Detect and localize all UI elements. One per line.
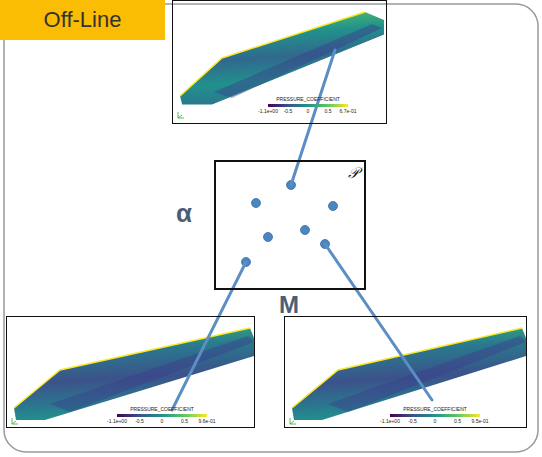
tag-text: Off-Line — [44, 7, 122, 33]
colorbar — [390, 414, 480, 417]
colorbar-title: PRESSURE_COEFFICIENT — [276, 97, 340, 102]
colorbar-tick: 9.6e-01 — [199, 419, 216, 424]
colorbar-tick: 9.5e-01 — [472, 419, 489, 424]
colorbar-tick: 0 — [434, 419, 437, 424]
colorbar-tick: 0.5 — [181, 419, 188, 424]
colorbar-tick: -1.1e+00 — [107, 419, 127, 424]
solution-snapshot: PRESSURE_COEFFICIENT -1.1e+00 -0.5 0 0.5 9.5e… — [284, 316, 527, 428]
axis-label: M — [279, 291, 299, 319]
wing-top — [178, 12, 384, 118]
colorbar-tick: 6.7e-01 — [340, 109, 357, 114]
axis-label: α — [176, 198, 192, 229]
colorbar-tick: -0.5 — [408, 419, 417, 424]
colorbar-tick: -1.1e+00 — [380, 419, 400, 424]
sample-link — [325, 244, 432, 400]
outer-frame — [4, 4, 538, 452]
colorbar-title: PRESSURE_COEFFICIENT — [130, 407, 194, 412]
stage-tag: Off-Line — [0, 0, 165, 40]
colorbar — [268, 104, 348, 107]
space-symbol: 𝒫 — [348, 164, 359, 182]
solution-snapshot: PRESSURE_COEFFICIENT -1.1e+00 -0.5 0 0.5 6.7e… — [172, 0, 387, 124]
colorbar-tick: -1.1e+00 — [258, 109, 278, 114]
solution-snapshot: PRESSURE_COEFFICIENT -1.1e+00 -0.5 0 0.5 9.6e… — [6, 316, 255, 428]
colorbar-tick: -0.5 — [284, 109, 293, 114]
sample-link — [291, 50, 335, 185]
wing-left — [12, 328, 254, 424]
colorbar-tick: 0.5 — [454, 419, 461, 424]
parameter-space: 𝒫 — [214, 160, 366, 290]
colorbar-tick: 0.5 — [325, 109, 332, 114]
colorbar-tick: 0 — [307, 109, 310, 114]
wing-right — [290, 328, 526, 424]
colorbar-tick: -0.5 — [135, 419, 144, 424]
colorbar-tick: 0 — [161, 419, 164, 424]
colorbar — [117, 414, 207, 417]
colorbar-title: PRESSURE_COEFFICIENT — [403, 407, 467, 412]
sample-link — [172, 262, 246, 410]
sample-dots — [242, 181, 338, 267]
